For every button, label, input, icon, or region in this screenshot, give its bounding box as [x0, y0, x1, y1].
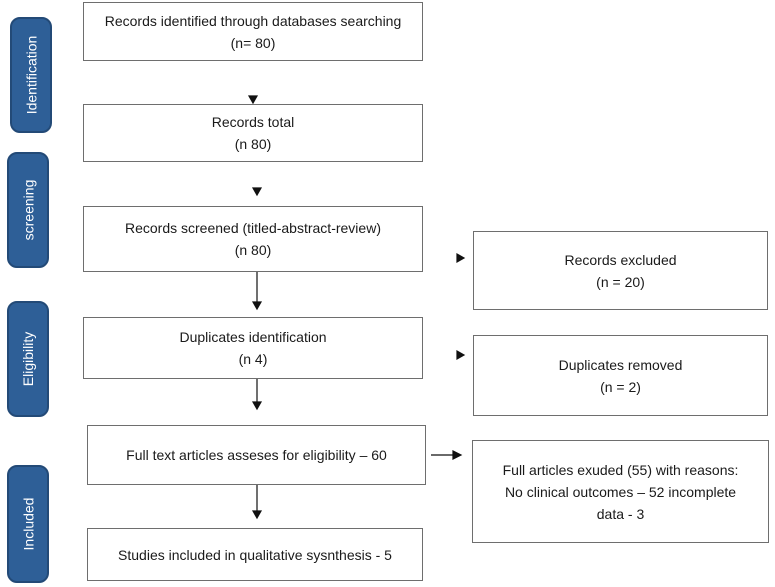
arrow-screened-to-duplicates	[251, 301, 263, 311]
arrow-fulltext-to-excluded	[452, 450, 463, 460]
full-text-assessed-text: Full text articles asseses for eligibili…	[126, 447, 387, 463]
records-screened-count: (n 80)	[234, 242, 272, 258]
records-total-text: Records total	[211, 114, 295, 130]
full-excluded-line3: data - 3	[596, 505, 645, 522]
records-excluded-count: (n = 20)	[596, 273, 645, 290]
arrow-identified-to-total	[247, 95, 259, 105]
box-records-screened: Records screened (titled-abstract-review…	[83, 206, 423, 272]
studies-included-text: Studies included in qualitative sysnthes…	[118, 546, 392, 563]
stage-included: Included	[7, 465, 49, 583]
box-duplicates-removed: Duplicates removed (n = 2)	[473, 335, 768, 416]
arrow-duplicates-to-fulltext	[251, 401, 263, 411]
arrow-to-records-excluded	[456, 252, 466, 264]
duplicates-removed-count: (n = 2)	[600, 378, 641, 395]
full-excluded-line2: No clinical outcomes – 52 incomplete	[504, 483, 737, 500]
stage-identification: Identification	[10, 17, 52, 133]
box-records-excluded: Records excluded (n = 20)	[473, 231, 768, 310]
records-identified-text: Records identified through databases sea…	[104, 12, 402, 29]
box-records-identified: Records identified through databases sea…	[83, 2, 423, 61]
duplicates-identification-count: (n 4)	[238, 351, 268, 367]
arrow-total-to-screened	[251, 187, 263, 197]
records-identified-count: (n= 80)	[230, 34, 276, 51]
stage-screening: screening	[7, 152, 49, 268]
box-records-total: Records total (n 80)	[83, 104, 423, 162]
duplicates-removed-text: Duplicates removed	[558, 356, 683, 373]
records-excluded-text: Records excluded	[564, 251, 677, 268]
stage-eligibility: Eligibility	[7, 301, 49, 417]
duplicates-identification-text: Duplicates identification	[179, 329, 327, 345]
full-excluded-line1: Full articles exuded (55) with reasons:	[502, 461, 739, 478]
arrow-to-duplicates-removed	[456, 349, 466, 361]
box-duplicates-identification: Duplicates identification (n 4)	[83, 317, 423, 379]
arrow-fulltext-to-included	[251, 510, 263, 520]
records-total-count: (n 80)	[234, 136, 272, 152]
box-studies-included: Studies included in qualitative sysnthes…	[87, 528, 423, 581]
box-full-text-assessed: Full text articles asseses for eligibili…	[87, 425, 426, 485]
records-screened-text: Records screened (titled-abstract-review…	[125, 220, 381, 236]
box-full-articles-excluded: Full articles exuded (55) with reasons: …	[472, 440, 769, 543]
